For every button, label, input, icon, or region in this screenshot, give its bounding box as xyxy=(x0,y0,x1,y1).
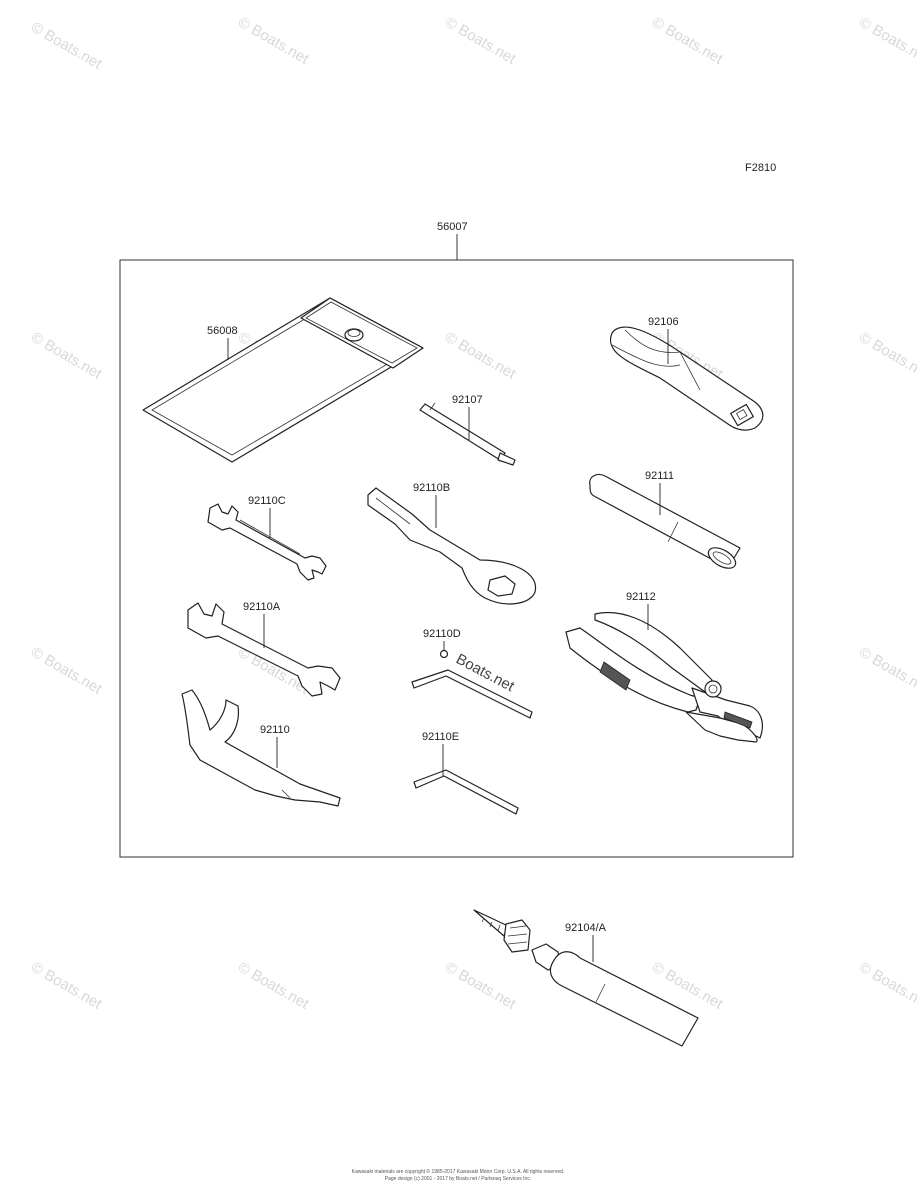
watermark: © Boats.net xyxy=(235,14,312,68)
wrench-medium-drawing xyxy=(187,602,341,697)
tool-pouch-drawing xyxy=(142,297,424,463)
footer-design-credit: Page design (c) 2001 - 2017 by Boats.net… xyxy=(385,1176,531,1182)
part-label-56007[interactable]: 56007 xyxy=(437,221,468,233)
extension-bar-drawing xyxy=(589,473,741,569)
part-label-92110[interactable]: 92110 xyxy=(260,724,290,736)
part-label-92110B[interactable]: 92110B xyxy=(413,482,450,494)
figure-code: F2810 xyxy=(745,162,776,174)
hex-key-small-drawing xyxy=(413,769,519,815)
part-label-56008[interactable]: 56008 xyxy=(207,325,238,337)
watermark: © Boats.net xyxy=(442,959,519,1013)
kit-box xyxy=(119,259,794,858)
watermark: © Boats.net xyxy=(442,329,519,383)
watermark: © Boats.net xyxy=(856,14,917,68)
watermark: © Boats.net xyxy=(235,959,312,1013)
part-label-92107[interactable]: 92107 xyxy=(452,394,483,406)
watermark: © Boats.net xyxy=(28,644,105,698)
hook-spanner-drawing xyxy=(181,689,341,807)
screwdriver-bit-drawing xyxy=(419,402,516,466)
hex-key-large-drawing xyxy=(411,649,533,719)
watermark: © Boats.net xyxy=(856,959,917,1013)
part-label-92111[interactable]: 92111 xyxy=(645,470,674,482)
watermark: © Boats.net xyxy=(856,644,917,698)
part-label-92110C[interactable]: 92110C xyxy=(248,495,286,507)
part-label-92112[interactable]: 92112 xyxy=(626,591,656,603)
part-label-92110A[interactable]: 92110A xyxy=(243,601,281,613)
watermark: © Boats.net xyxy=(856,329,917,383)
ring-spanner-drawing xyxy=(367,487,537,605)
watermark: © Boats.net xyxy=(28,959,105,1013)
grease-tube-drawing xyxy=(473,909,699,1047)
part-label-92106[interactable]: 92106 xyxy=(648,316,679,328)
watermark: © Boats.net xyxy=(28,329,105,383)
part-label-92110E[interactable]: 92110E xyxy=(422,731,459,743)
watermark: © Boats.net xyxy=(649,14,726,68)
part-label-92110D[interactable]: 92110D xyxy=(423,628,461,640)
watermark: © Boats.net xyxy=(28,19,105,73)
pliers-drawing xyxy=(565,611,763,743)
part-label-92104A[interactable]: 92104/A xyxy=(565,922,607,934)
handle-drawing xyxy=(609,326,764,431)
watermark-layer: © Boats.net © Boats.net © Boats.net © Bo… xyxy=(28,14,917,1013)
footer-copyright: Kawasaki materials are copyright © 1985-… xyxy=(352,1168,565,1175)
watermark: © Boats.net xyxy=(442,14,519,68)
wrench-small-drawing xyxy=(207,503,327,581)
